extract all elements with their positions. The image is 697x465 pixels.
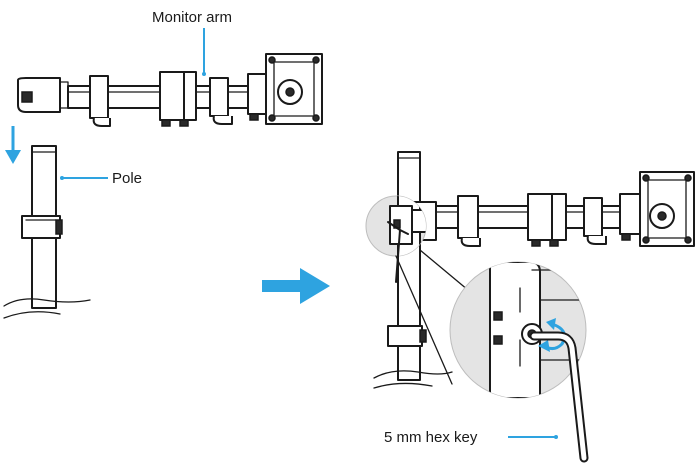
pole-left [3,145,91,319]
right-arrow-icon [262,268,330,304]
clamp-highlight-circle [365,195,469,385]
monitor-arm-right [411,171,695,247]
monitor-arm-label: Monitor arm [152,9,232,26]
zoom-callout-circle [449,261,587,399]
pole-label: Pole [112,170,142,187]
pole-right [373,151,453,389]
hex-key-label: 5 mm hex key [384,429,478,446]
rotate-arrow-icon [538,318,566,352]
leader-lines [60,28,558,439]
monitor-arm-left [17,53,323,127]
down-arrow-icon [5,126,21,164]
hex-key [529,331,589,463]
